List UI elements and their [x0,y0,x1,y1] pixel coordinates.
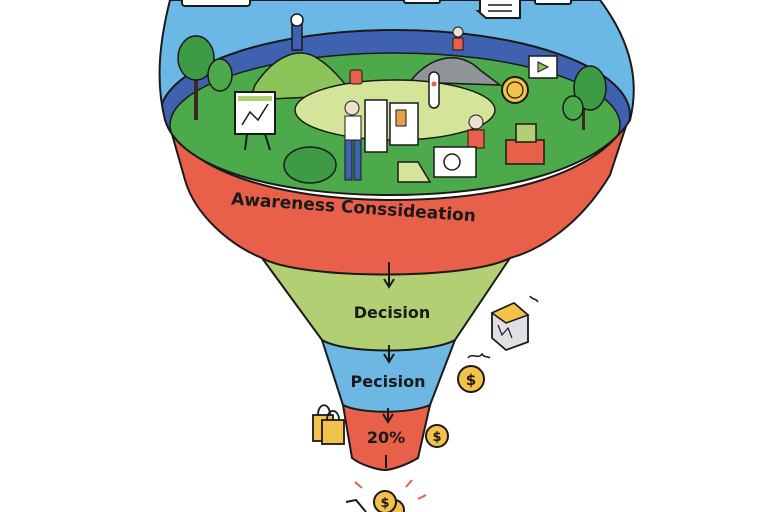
backpack-icon [349,69,363,85]
stage-label-4: 20% [367,428,405,447]
stage-divider-arrow-1 [383,262,395,289]
dollar-coin-icon: $ [425,424,449,448]
person-on-rock-icon [452,26,464,51]
gift-box-icon [505,123,545,165]
person-with-tablet-icon [344,99,419,181]
svg-text:$: $ [432,430,441,445]
speech-bubble-right-icon [534,0,572,5]
dollar-coin-icon: $ [457,352,491,393]
shop-box-icon [490,295,539,352]
bush-icon [283,146,337,184]
speech-bubble-mid-icon [403,0,441,4]
svg-text:$: $ [380,496,389,511]
funnel-stage-1 [167,119,629,276]
top-scene [158,0,635,197]
lighthouse-icon [290,13,304,51]
stage-divider-arrow-3 [382,408,394,424]
stage-label-2: Decision [354,303,431,322]
location-marker-icon [428,71,440,109]
stage-divider-arrow-2 [383,345,395,364]
tree-left-icon [177,35,233,120]
coin-icon [501,76,529,104]
video-sign-icon [528,55,558,79]
shopping-cart-with-coins-icon: $ [345,479,427,512]
tree-right-icon [562,65,607,130]
speech-bubble-left-icon [181,0,251,7]
presentation-easel-icon [234,91,276,151]
svg-text:$: $ [466,371,476,389]
signboard-icon [397,161,432,183]
chat-bubble-icon [475,0,521,19]
shopping-bags-icon [312,404,345,445]
stage-label-3: Pecision [351,372,426,391]
person-with-laptop-icon [433,114,485,178]
